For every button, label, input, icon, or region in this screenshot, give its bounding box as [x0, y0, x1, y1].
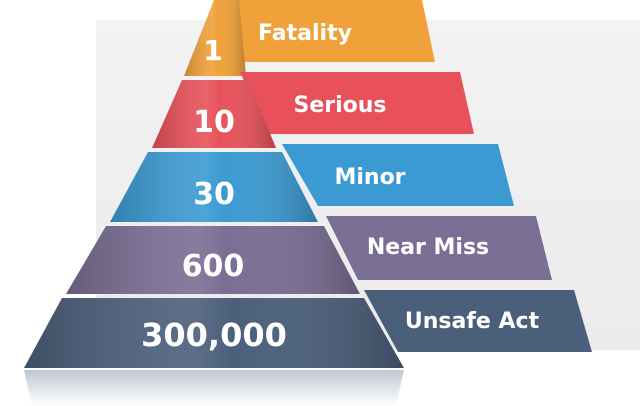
band-minor [282, 144, 514, 206]
base-reflection [24, 370, 404, 406]
count-fatality: 1 [203, 34, 222, 67]
label-serious: Serious [293, 93, 386, 118]
pyramid-level-unsafe-act: 300,000 Unsafe Act [24, 290, 592, 368]
pyramid-level-near-miss: 600 Near Miss [66, 216, 552, 294]
pyramid-level-serious: 10 Serious [152, 72, 474, 148]
band-fatality [215, 0, 435, 62]
tier-fatality-shade [184, 0, 246, 76]
count-unsafe-act: 300,000 [141, 316, 287, 354]
tier-serious-shade [152, 80, 276, 148]
band-unsafe-act [364, 290, 592, 352]
count-minor: 30 [193, 177, 235, 212]
label-minor: Minor [334, 165, 405, 190]
label-unsafe-act: Unsafe Act [405, 309, 540, 334]
count-near-miss: 600 [182, 249, 245, 284]
label-fatality: Fatality [258, 21, 352, 46]
tier-near-miss-shade [66, 226, 360, 294]
tier-minor-shade [110, 152, 318, 222]
band-near-miss [326, 216, 552, 280]
count-serious: 10 [193, 105, 235, 140]
pyramid-level-fatality: 1 Fatality [184, 0, 435, 76]
label-near-miss: Near Miss [367, 235, 489, 260]
band-serious [240, 72, 474, 134]
pyramid-level-minor: 30 Minor [110, 144, 514, 222]
tier-unsafe-act-shade [24, 298, 404, 368]
